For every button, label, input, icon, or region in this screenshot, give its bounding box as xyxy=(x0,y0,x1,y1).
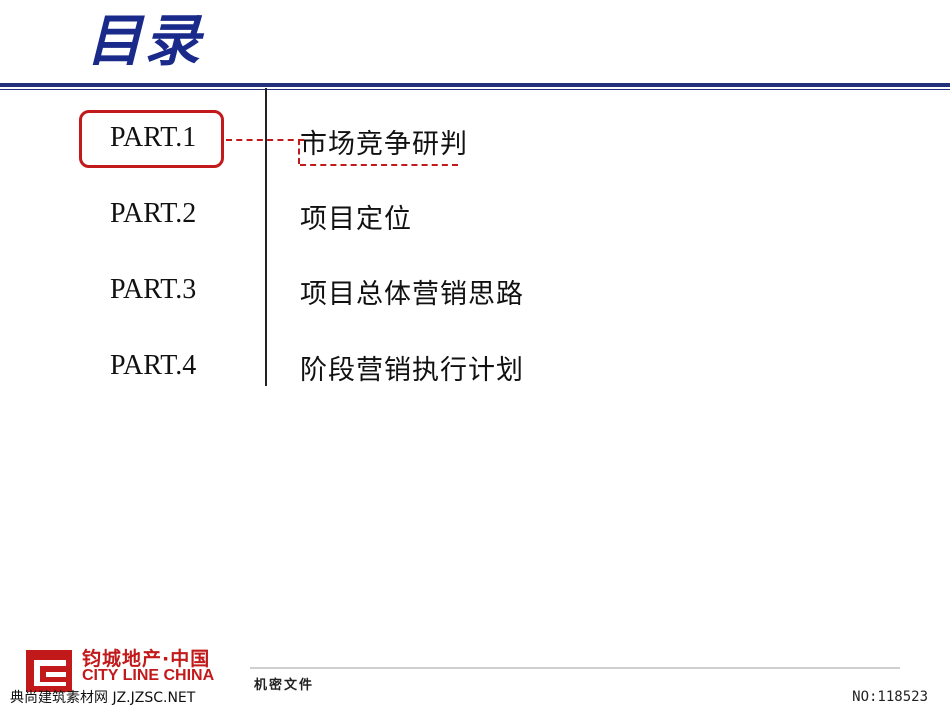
underline-dash xyxy=(300,164,458,166)
footer-rule xyxy=(250,667,900,669)
toc-part-1[interactable]: PART.1 xyxy=(110,122,197,153)
watermark-text: 典尚建筑素材网 JZ.JZSC.NET xyxy=(10,690,196,706)
toc-item-3[interactable]: 项目总体营销思路 xyxy=(300,279,524,310)
document-id: NO:118523 xyxy=(852,689,928,705)
toc-item-4[interactable]: 阶段营销执行计划 xyxy=(300,355,524,386)
slide-title: 目录 xyxy=(86,8,202,74)
logo-english-text: CITY LINE CHINA xyxy=(82,667,215,684)
toc-item-2[interactable]: 项目定位 xyxy=(300,204,412,235)
toc-part-4[interactable]: PART.4 xyxy=(110,350,197,381)
confidential-label: 机密文件 xyxy=(254,678,315,693)
toc-part-2[interactable]: PART.2 xyxy=(110,198,197,229)
toc-part-3[interactable]: PART.3 xyxy=(110,274,197,305)
logo-chinese-text: 钧城地产·中国 xyxy=(82,648,211,670)
title-rule-thin xyxy=(0,89,950,90)
city-line-logo-icon xyxy=(26,650,72,692)
divider-line xyxy=(265,88,267,386)
connector-dash-vertical xyxy=(298,139,300,164)
title-rule xyxy=(0,83,950,87)
highlight-box xyxy=(79,110,224,168)
connector-dash xyxy=(226,139,304,141)
toc-item-1[interactable]: 市场竞争研判 xyxy=(300,129,468,160)
